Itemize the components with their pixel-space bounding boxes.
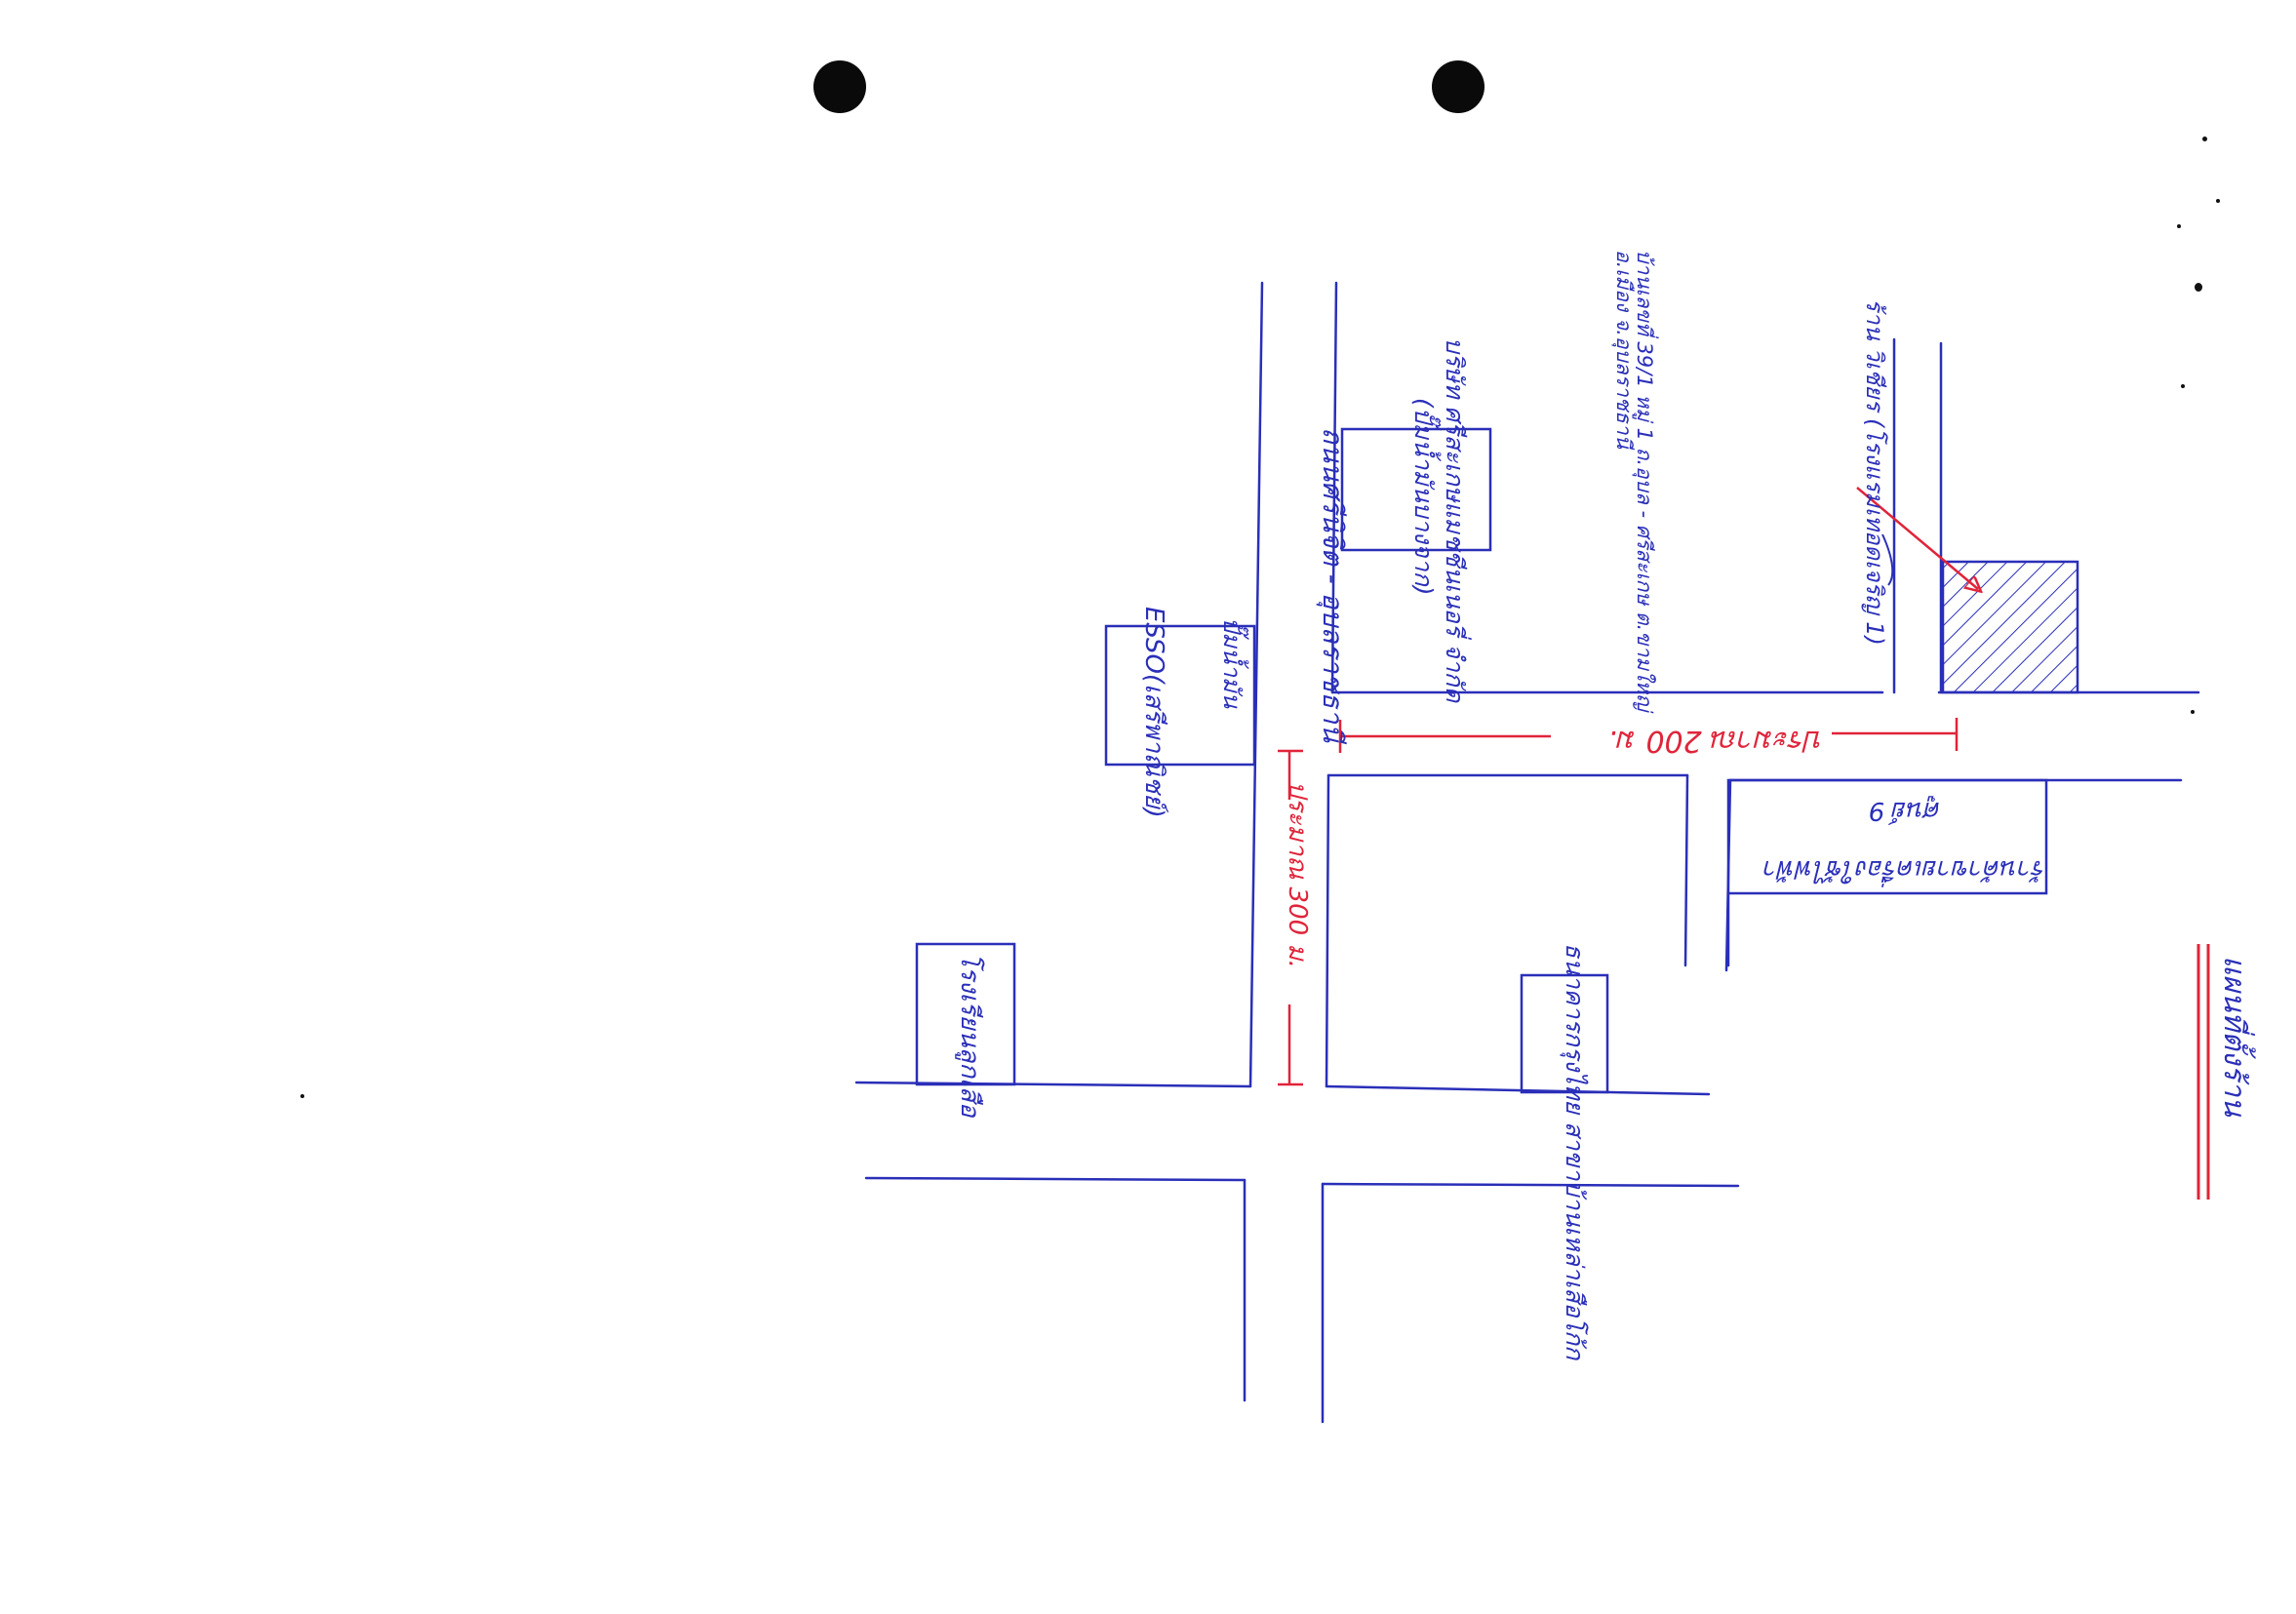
grocery-label-1: ร้านค้าขายเครื่องใช้ไฟฟ้า bbox=[1763, 854, 2046, 884]
cross-road-left-bottom bbox=[864, 1176, 1247, 1182]
main-road-right-edge bbox=[1330, 281, 1338, 694]
scan-speck bbox=[2191, 710, 2195, 714]
bank-label: ธนาคารกรุงไทย สาขาบ้านเหล่าเสือโก้ก bbox=[1561, 943, 1589, 1360]
punch-hole-right bbox=[1432, 60, 1484, 113]
target-shop bbox=[1941, 560, 2079, 694]
scan-speck bbox=[2177, 224, 2181, 228]
scan-speck bbox=[2216, 199, 2220, 203]
grocery-label-2: ศูนย์ 9 bbox=[1868, 796, 1941, 825]
distance-200-label: ประมาณ 200 ม. bbox=[1607, 724, 1824, 758]
scan-speck bbox=[2195, 283, 2202, 292]
gas-station-label-1: ปั๊มน้ำมัน bbox=[1218, 617, 1246, 709]
gas-station-box bbox=[1104, 624, 1256, 767]
lane-a-left bbox=[1683, 773, 1689, 967]
cross-road-left-top bbox=[854, 1081, 1252, 1088]
scan-speck bbox=[300, 1094, 304, 1098]
note-pointer bbox=[1881, 533, 1894, 586]
target-arrow bbox=[1856, 487, 1978, 589]
scan-speck bbox=[2202, 137, 2207, 141]
school-box bbox=[915, 942, 1016, 1086]
scan-speck bbox=[2181, 384, 2185, 388]
bank-box bbox=[1520, 973, 1609, 1094]
punch-hole-left bbox=[813, 60, 866, 113]
address-note: บ้านเลขที่ 39/1 หมู่ 1 ถ.อุบล - ศรีสะเกษ… bbox=[1612, 250, 1656, 712]
map-title: แผนที่ตั้งร้าน bbox=[2217, 956, 2251, 1117]
residence-box bbox=[1340, 427, 1492, 552]
target-note: ร้าน วิเชียร (โรงแรมเทอดเจริญ 1) bbox=[1861, 298, 1888, 646]
residence-label-2: (ปั๊มน้ำมันบางจาก) bbox=[1409, 398, 1438, 596]
cross-road-right-bottom bbox=[1321, 1182, 1740, 1188]
distance-300-label: ประมาณ 300 ม. bbox=[1283, 781, 1312, 968]
cross-road-right-top bbox=[1325, 1084, 1711, 1096]
gas-station-label-2: ESSO(เสรีพาณิชย์) bbox=[1139, 607, 1168, 818]
main-road-left-edge bbox=[1248, 281, 1264, 1088]
residence-label-1: บริษัท ศรีสะเกษแมชชีนเนอรี่ จำกัด bbox=[1441, 337, 1469, 703]
main-road-label: ถนนศรีนิจิต - อุบลราชธานี bbox=[1317, 427, 1349, 743]
main-road-right-edge-mid bbox=[1325, 773, 1330, 1088]
grocery-box bbox=[1726, 778, 2048, 895]
school-label: โรงเรียนลูกเสือ bbox=[955, 953, 984, 1118]
